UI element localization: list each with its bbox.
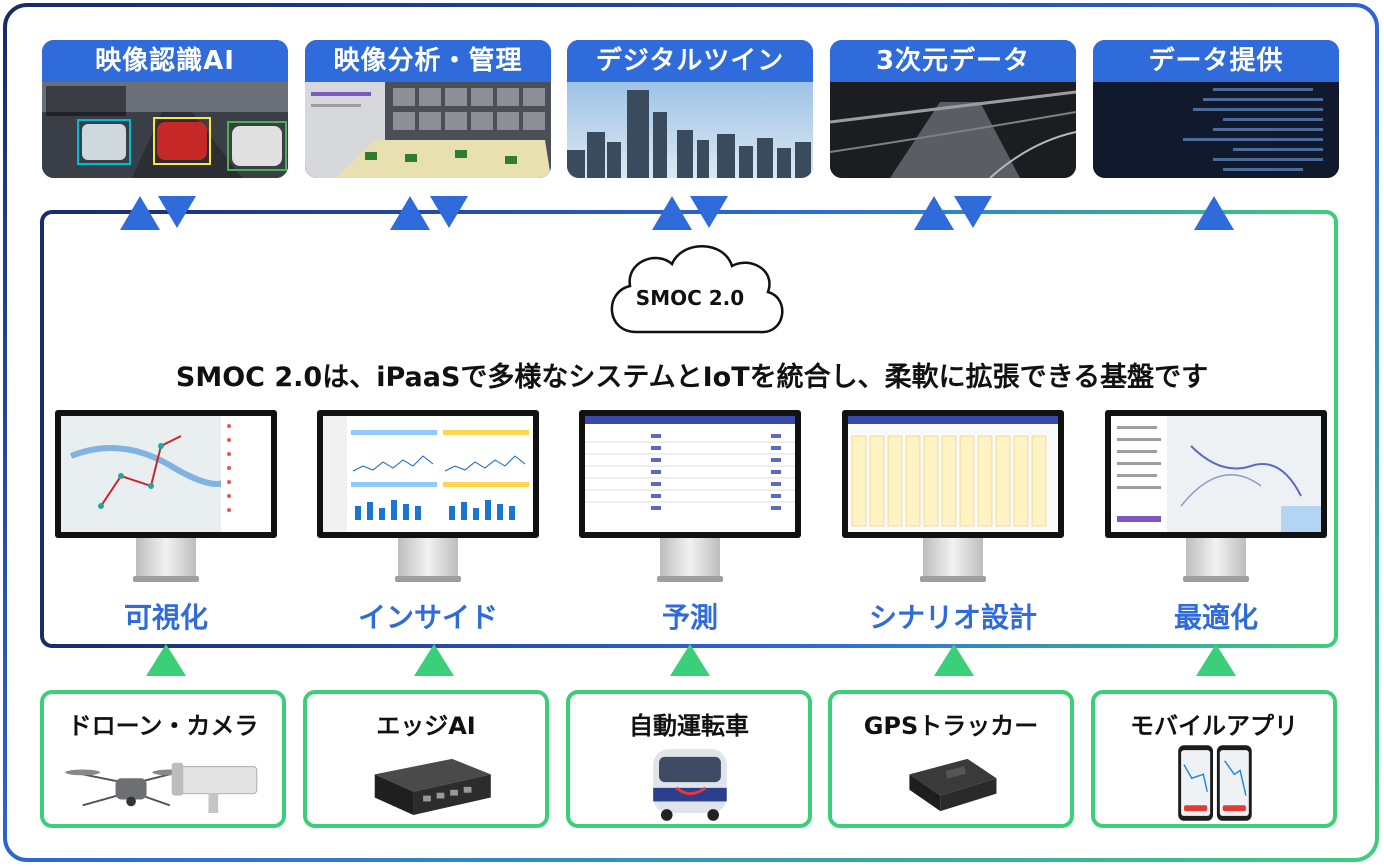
service-title: デジタルツイン: [567, 40, 813, 82]
service-card-image-recognition: 映像認識AI: [42, 40, 288, 178]
monitor-screen: [317, 410, 539, 538]
monitor-stand: [660, 538, 720, 578]
up-arrow-icon: [652, 196, 692, 230]
autonomous-bus-icon: [653, 749, 727, 821]
service-card-digital-twin: デジタルツイン: [567, 40, 813, 178]
down-arrow-icon: [690, 196, 728, 228]
up-arrow-icon: [1194, 196, 1234, 230]
down-arrow-icon: [954, 196, 992, 228]
capability-scenario-design: シナリオ設計: [868, 601, 1037, 634]
cloud-icon: SMOC 2.0: [610, 245, 784, 334]
service-arrows: [120, 196, 1234, 230]
device-title: GPSトラッカー: [863, 712, 1039, 740]
edge-ai-box-icon: [374, 758, 491, 815]
device-card-gps-tracker: GPSトラッカー: [828, 690, 1074, 828]
up-arrow-icon: [390, 196, 430, 230]
outer-frame: [3, 3, 1379, 862]
up-arrow-icon: [414, 644, 454, 676]
monitor-stand: [136, 538, 196, 578]
capability-optimization: 最適化: [1173, 601, 1258, 634]
video-dashboard-image: [305, 82, 551, 178]
down-arrow-icon: [430, 196, 468, 228]
device-card-autonomous-vehicle: 自動運転車: [566, 690, 812, 828]
service-title: 3次元データ: [830, 40, 1076, 82]
capability-insight: インサイド: [357, 601, 498, 634]
monitor-insight: [317, 410, 539, 582]
up-arrow-icon: [1196, 644, 1236, 676]
service-title: 映像認識AI: [42, 40, 288, 82]
charts-dashboard-screenshot: [323, 416, 533, 532]
service-card-video-analysis: 映像分析・管理: [305, 40, 551, 178]
up-arrow-icon: [670, 644, 710, 676]
drone-camera-icon: [65, 762, 258, 814]
monitor-base: [133, 576, 199, 582]
down-arrow-icon: [158, 196, 196, 228]
scenario-grid-screenshot: [848, 416, 1058, 532]
device-title: ドローン・カメラ: [67, 712, 259, 740]
up-arrow-icon: [934, 644, 974, 676]
up-arrow-icon: [120, 196, 160, 230]
service-card-3d-data: 3次元データ: [830, 40, 1076, 178]
map-route-screenshot: [61, 416, 271, 532]
monitor-screen: [1105, 410, 1327, 538]
device-card-drone-camera: ドローン・カメラ: [40, 690, 286, 828]
service-title: 映像分析・管理: [305, 40, 551, 82]
traffic-camera-image: [42, 82, 288, 178]
up-arrow-icon: [146, 644, 186, 676]
capability-visualization: 可視化: [123, 601, 208, 634]
mobile-phones-icon: [1178, 745, 1252, 821]
monitor-screen: [55, 410, 277, 538]
point-cloud-image: [830, 82, 1076, 178]
monitor-prediction: [579, 410, 801, 582]
device-title: 自動運転車: [629, 712, 749, 740]
code-screen-image: [1093, 82, 1339, 178]
device-card-mobile-app: モバイルアプリ: [1091, 690, 1337, 828]
monitor-visualization: [55, 410, 277, 582]
monitor-stand: [398, 538, 458, 578]
monitor-base: [657, 576, 723, 582]
monitor-scenario-design: [842, 410, 1064, 582]
device-title: エッジAI: [376, 712, 476, 740]
device-title: モバイルアプリ: [1130, 712, 1298, 740]
monitor-optimization: [1105, 410, 1327, 582]
table-screenshot: [585, 416, 795, 532]
monitor-base: [1183, 576, 1249, 582]
route-planner-screenshot: [1111, 416, 1321, 532]
service-card-data-provision: データ提供: [1093, 40, 1339, 178]
monitor-screen: [842, 410, 1064, 538]
cloud-label: SMOC 2.0: [636, 286, 744, 310]
monitor-stand: [1186, 538, 1246, 578]
platform-description: SMOC 2.0は、iPaaSで多様なシステムとIoTを統合し、柔軟に拡張できる…: [175, 362, 1209, 393]
service-title: データ提供: [1093, 40, 1339, 82]
gps-tracker-icon: [909, 758, 997, 812]
monitor-base: [395, 576, 461, 582]
device-arrows: [146, 644, 1236, 676]
capability-prediction: 予測: [661, 601, 718, 634]
up-arrow-icon: [914, 196, 954, 230]
monitor-base: [920, 576, 986, 582]
device-card-edge-ai: エッジAI: [303, 690, 549, 828]
monitor-screen: [579, 410, 801, 538]
monitor-stand: [923, 538, 983, 578]
city-skyline-image: [567, 82, 813, 178]
